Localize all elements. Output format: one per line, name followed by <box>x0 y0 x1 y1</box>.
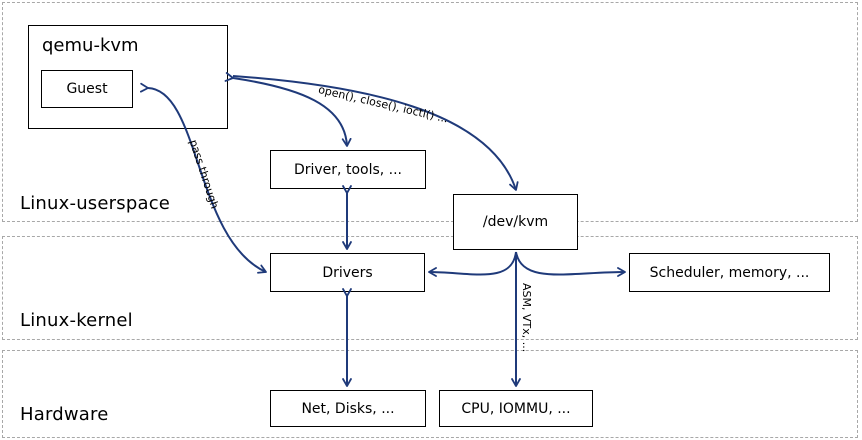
drivers-box: Drivers <box>270 253 425 292</box>
userspace-label: Linux-userspace <box>20 193 171 214</box>
arrow-devkvm-to-drivers <box>428 251 517 277</box>
arrow-qemu-to-driver-tools <box>224 72 352 147</box>
dev-kvm-box: /dev/kvm <box>453 194 578 250</box>
hardware-label: Hardware <box>20 404 109 425</box>
kernel-layer <box>2 236 858 340</box>
guest-box: Guest <box>41 70 133 108</box>
userspace-layer <box>2 2 858 222</box>
net-disks-box: Net, Disks, ... <box>270 390 426 427</box>
qemu-kvm-title: qemu-kvm <box>42 35 139 56</box>
arrow-devkvm-to-scheduler <box>515 251 626 277</box>
kernel-label: Linux-kernel <box>20 310 133 331</box>
hardware-layer <box>2 350 858 438</box>
arrow-guest-to-drivers <box>139 82 267 274</box>
cpu-iommu-box: CPU, IOMMU, ... <box>439 390 593 427</box>
scheduler-box: Scheduler, memory, ... <box>629 253 830 292</box>
arrow-qemu-to-devkvm <box>232 75 519 191</box>
driver-tools-box: Driver, tools, ... <box>270 150 426 189</box>
asm-vtx-label: ASM, VTx, ... <box>520 283 533 353</box>
